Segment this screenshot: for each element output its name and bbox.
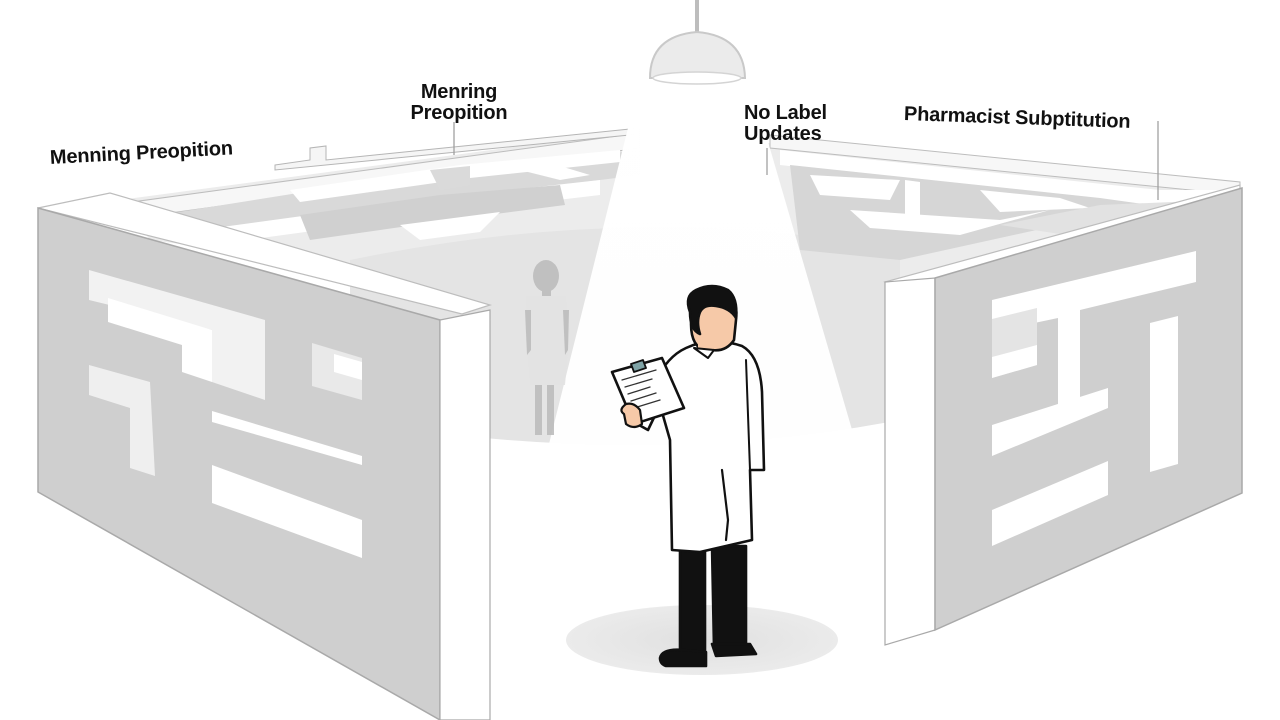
ceiling-lamp-icon xyxy=(648,0,747,85)
pharmacist-figure xyxy=(610,284,766,668)
label-line-1: Menring xyxy=(420,81,498,103)
maze-wall-right xyxy=(883,184,1243,646)
maze-wall-left xyxy=(37,192,493,720)
label-line-2: Updates xyxy=(744,123,822,145)
label-line-1: No Label xyxy=(744,102,827,124)
ghost-patient-figure xyxy=(525,260,570,435)
label-no-label-updates: No Label Updates xyxy=(744,103,854,145)
label-leader-lines xyxy=(453,121,1159,200)
label-line-2: Preopition xyxy=(410,102,508,124)
label-menring-preopition: Menring Preopition xyxy=(404,82,514,124)
